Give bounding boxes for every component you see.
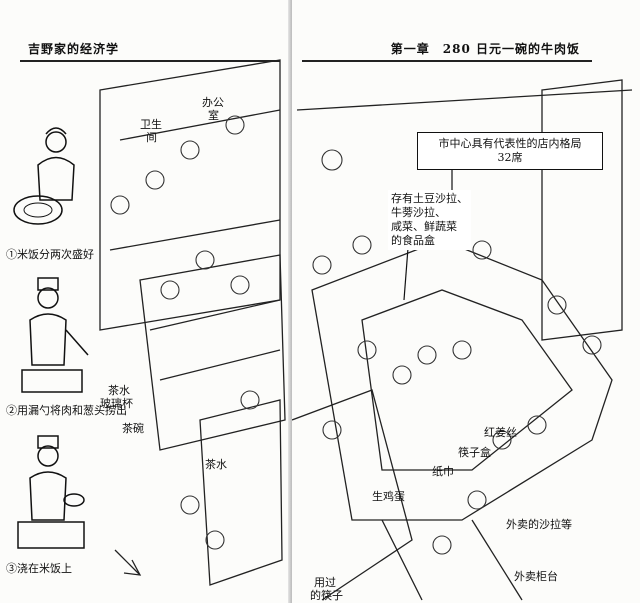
right-running-title: 第一章 280 日元一碗的牛肉饭 xyxy=(390,42,580,56)
chef-step2-illustration xyxy=(21,277,89,393)
tea-label: 茶水 xyxy=(205,458,227,471)
office-label-1: 办公 xyxy=(202,96,224,109)
food-box-line-3: 咸菜、鲜蔬菜 xyxy=(391,220,457,233)
layout-callout-title: 市中心具有代表性的店内格局 xyxy=(438,137,582,150)
restroom-label-1: 卫生 xyxy=(140,118,162,131)
food-box-line-2: 牛蒡沙拉、 xyxy=(391,206,446,219)
step1-caption: ①米饭分两次盛好 xyxy=(6,248,94,261)
food-box-line-4: 的食品盒 xyxy=(391,234,435,247)
step2-caption: ②用漏勺将肉和葱头捞出 xyxy=(6,404,127,417)
right-header-rule xyxy=(302,60,592,62)
used-chopsticks-label-2: 的筷子 xyxy=(310,589,343,602)
layout-callout-seats: 32席 xyxy=(497,151,523,164)
right-restaurant-scene xyxy=(292,79,633,601)
left-restaurant-scene xyxy=(99,59,286,586)
left-page: 吉野家的经济学 ①米饭分两次盛好 ②用漏勺将肉和葱头捞出 ③浇在米饭上 xyxy=(0,0,292,603)
chopstick-box-label: 筷子盒 xyxy=(458,446,491,459)
step3-caption: ③浇在米饭上 xyxy=(6,562,72,575)
left-running-title: 吉野家的经济学 xyxy=(28,42,120,56)
layout-callout-box: 市中心具有代表性的店内格局 32席 xyxy=(417,132,603,170)
office-label-2: 室 xyxy=(208,109,219,122)
left-header-rule xyxy=(20,60,280,62)
takeout-salad-label: 外卖的沙拉等 xyxy=(506,518,572,531)
restroom-label-2: 间 xyxy=(146,131,157,144)
raw-egg-label: 生鸡蛋 xyxy=(372,490,405,503)
red-ginger-label: 红姜丝 xyxy=(484,426,517,439)
food-box-line-1: 存有土豆沙拉、 xyxy=(391,192,468,205)
food-box-callout: 存有土豆沙拉、 牛蒡沙拉、 咸菜、鲜蔬菜 的食品盒 xyxy=(388,190,471,250)
right-page: 第一章 280 日元一碗的牛肉饭 市中心具有代表性的店内格局 32席 存有土豆 xyxy=(292,0,640,603)
tea-glass-label-2: 玻璃杯 xyxy=(100,397,133,410)
tea-bowl-label: 茶碗 xyxy=(122,422,144,435)
used-chopsticks-label-1: 用过 xyxy=(314,576,336,589)
chef-step3-illustration xyxy=(17,435,85,549)
napkin-label: 纸巾 xyxy=(432,465,454,478)
chef-step1-illustration xyxy=(13,127,75,225)
takeout-counter-label: 外卖柜台 xyxy=(514,570,558,583)
tea-glass-label-1: 茶水 xyxy=(108,384,130,397)
